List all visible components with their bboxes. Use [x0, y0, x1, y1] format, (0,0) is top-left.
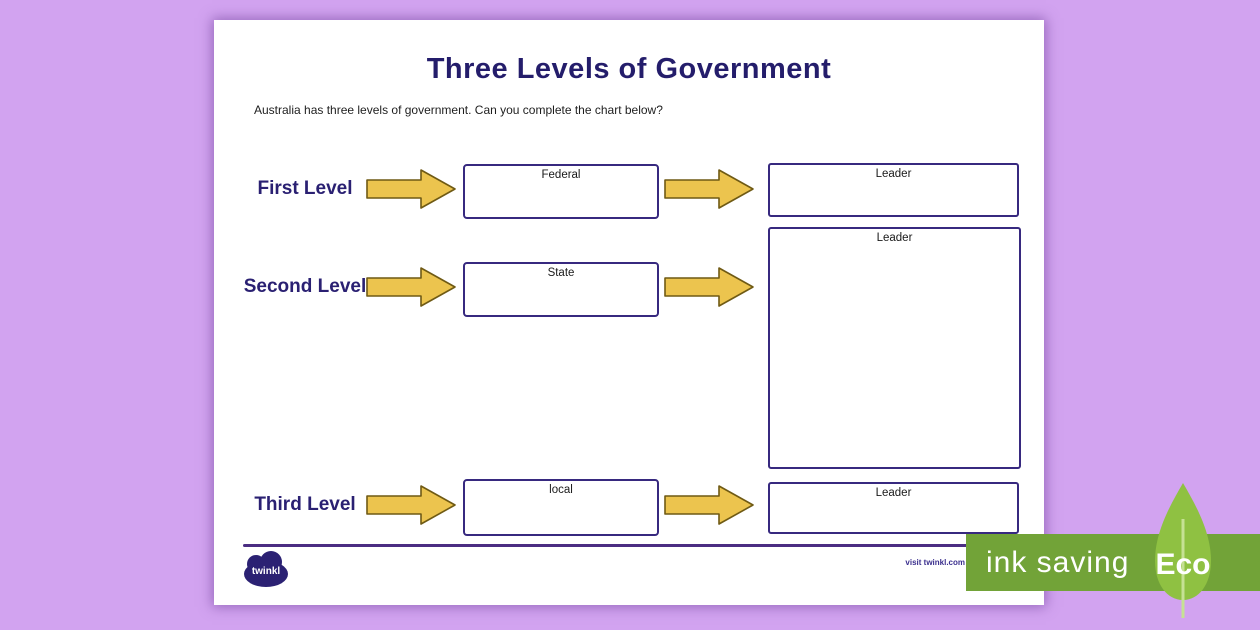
federal-box[interactable]: Federal [463, 164, 659, 219]
instruction-text: Australia has three levels of government… [254, 103, 663, 117]
federal-box-label: Federal [541, 169, 581, 181]
first-leader-box[interactable]: Leader [768, 163, 1019, 217]
state-box[interactable]: State [463, 262, 659, 317]
page-title: Three Levels of Government [426, 53, 832, 85]
second-leader-box-label: Leader [876, 232, 913, 244]
second-leader-box[interactable]: Leader [768, 227, 1021, 469]
state-box-label: State [547, 267, 575, 279]
third-leader-box-label: Leader [875, 487, 912, 499]
arrow-right-icon [664, 485, 754, 525]
worksheet-page: Three Levels of Government Australia has… [214, 20, 1044, 605]
footer-divider [243, 544, 1012, 547]
eco-label: Eco [1155, 548, 1210, 581]
ink-saving-banner: ink saving [966, 534, 1260, 591]
third-leader-box[interactable]: Leader [768, 482, 1019, 534]
ink-saving-label: ink saving [986, 545, 1130, 579]
eco-leaf-icon: Eco [1155, 483, 1211, 618]
arrow-right-icon [664, 267, 754, 307]
twinkl-logo: twinkl [244, 551, 288, 587]
arrow-right-icon [366, 169, 456, 209]
twinkl-logo-text: twinkl [252, 566, 281, 577]
local-box[interactable]: local [463, 479, 659, 536]
visit-twinkl-link[interactable]: visit twinkl.com [905, 558, 965, 567]
third-level-label: Third Level [254, 494, 356, 515]
arrow-right-icon [664, 169, 754, 209]
first-leader-box-label: Leader [875, 168, 912, 180]
first-level-label: First Level [257, 178, 353, 199]
second-level-label: Second Level [243, 276, 367, 297]
arrow-right-icon [366, 267, 456, 307]
local-box-label: local [549, 484, 573, 496]
arrow-right-icon [366, 485, 456, 525]
